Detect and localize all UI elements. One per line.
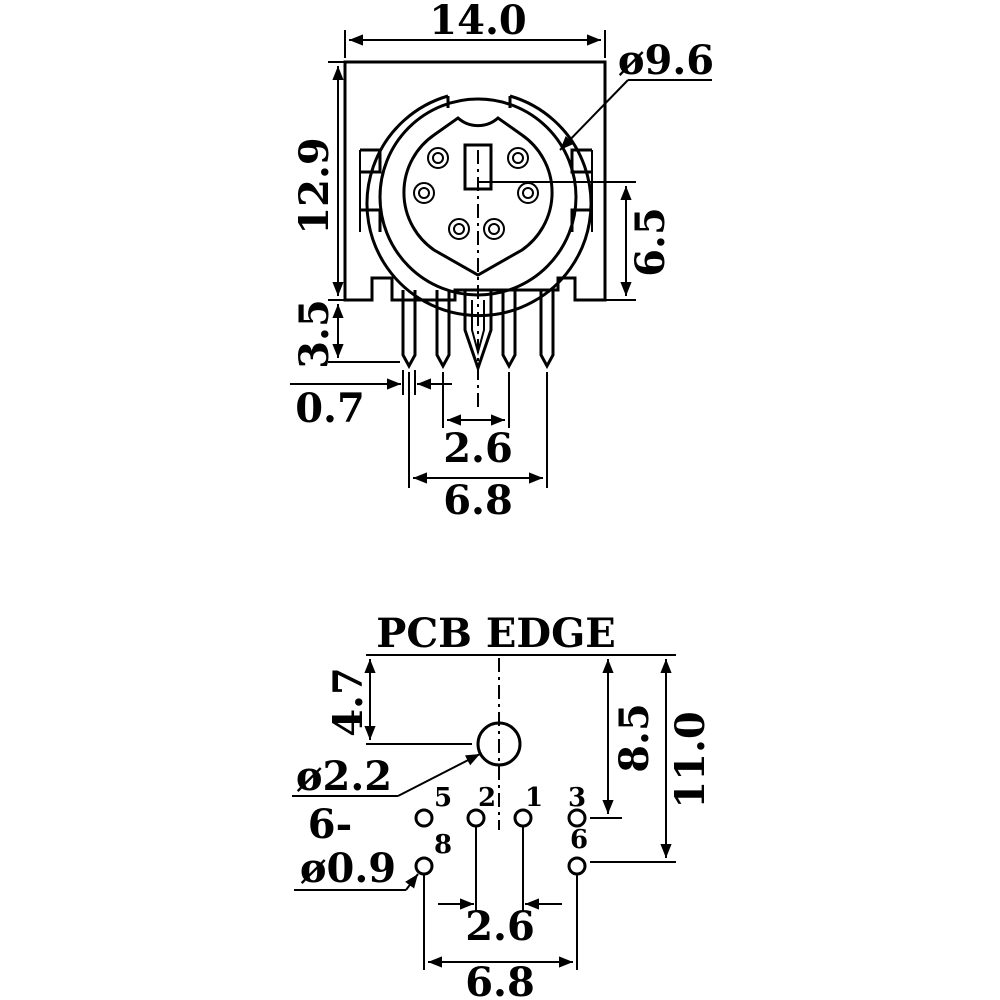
dim-circle-diameter: ø9.6 bbox=[559, 37, 714, 151]
pcb-edge-label: PCB EDGE bbox=[376, 610, 615, 657]
dim-big-hole: ø2.2 bbox=[292, 753, 481, 800]
dim-pin-length: 3.5 bbox=[291, 299, 400, 369]
dim-hole-offset: 4.7 bbox=[325, 659, 472, 745]
pin-hole-3 bbox=[567, 808, 587, 828]
pin-number-2: 2 bbox=[478, 783, 496, 813]
front-pins bbox=[401, 290, 555, 373]
dim-row2-offset: 11.0 bbox=[590, 659, 714, 863]
pin-hole-6 bbox=[567, 856, 587, 876]
dim-row1-offset: 8.5 bbox=[590, 659, 658, 819]
dim-row2-offset-label: 11.0 bbox=[667, 711, 714, 808]
dim-circle-diameter-label: ø9.6 bbox=[618, 37, 714, 84]
dim-center-height: 6.5 bbox=[478, 181, 674, 301]
dim-pin-pitch: 2.6 bbox=[442, 372, 513, 472]
dim-footprint-pitch-label: 2.6 bbox=[465, 903, 535, 950]
footprint-holes bbox=[414, 721, 587, 876]
pin-hole-8 bbox=[414, 856, 434, 876]
pcb-footprint: PCB EDGE 5 2 1 3 8 6 4.7 bbox=[292, 610, 714, 1000]
pin-numbers: 5 2 1 3 8 6 bbox=[434, 783, 588, 860]
pin-number-8: 8 bbox=[434, 830, 452, 860]
dim-width-label: 14.0 bbox=[429, 0, 526, 44]
dim-outer-span-label: 6.8 bbox=[443, 477, 513, 524]
pin-hole-1 bbox=[513, 808, 533, 828]
dim-height-label: 12.9 bbox=[291, 137, 338, 234]
pin-hole-5 bbox=[414, 808, 434, 828]
dim-row1-offset-label: 8.5 bbox=[611, 703, 658, 773]
dim-small-holes-label: ø0.9 bbox=[300, 845, 396, 892]
dim-pin-width: 0.7 bbox=[290, 370, 452, 432]
pin-number-5: 5 bbox=[434, 783, 452, 813]
dim-hole-count-label: 6- bbox=[308, 801, 352, 848]
dim-pin-length-label: 3.5 bbox=[291, 299, 338, 369]
dim-big-hole-label: ø2.2 bbox=[296, 753, 392, 800]
dim-center-height-label: 6.5 bbox=[627, 207, 674, 277]
dim-pin-width-label: 0.7 bbox=[295, 385, 365, 432]
pin-number-3: 3 bbox=[568, 783, 586, 813]
dim-small-holes: 6- ø0.9 bbox=[294, 801, 419, 892]
dim-pin-pitch-label: 2.6 bbox=[443, 425, 513, 472]
pin-hole-2 bbox=[466, 808, 486, 828]
dim-footprint-span: 6.8 bbox=[423, 875, 578, 1000]
dim-outer-span: 6.8 bbox=[408, 372, 548, 524]
dim-footprint-span-label: 6.8 bbox=[465, 959, 535, 1000]
socket-pin-holes bbox=[413, 147, 539, 240]
dim-footprint-pitch: 2.6 bbox=[438, 827, 562, 950]
dim-hole-offset-label: 4.7 bbox=[325, 667, 372, 737]
mounting-hole bbox=[476, 721, 522, 767]
front-view: 14.0 ø9.6 12.9 6.5 3.5 bbox=[290, 0, 714, 524]
dim-width: 14.0 bbox=[344, 0, 606, 58]
pin-number-1: 1 bbox=[525, 783, 543, 813]
pin-number-6: 6 bbox=[570, 825, 588, 855]
dim-height: 12.9 bbox=[291, 61, 345, 301]
